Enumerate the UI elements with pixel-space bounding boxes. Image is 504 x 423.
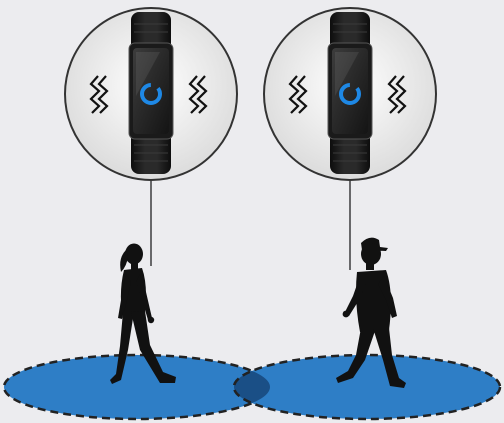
left-range-zone <box>4 355 270 419</box>
right-range-zone <box>234 355 500 419</box>
fitness-band-icon <box>129 12 173 174</box>
left-device-callout <box>65 8 237 180</box>
right-device-callout <box>264 8 436 180</box>
fitness-band-icon <box>328 12 372 174</box>
